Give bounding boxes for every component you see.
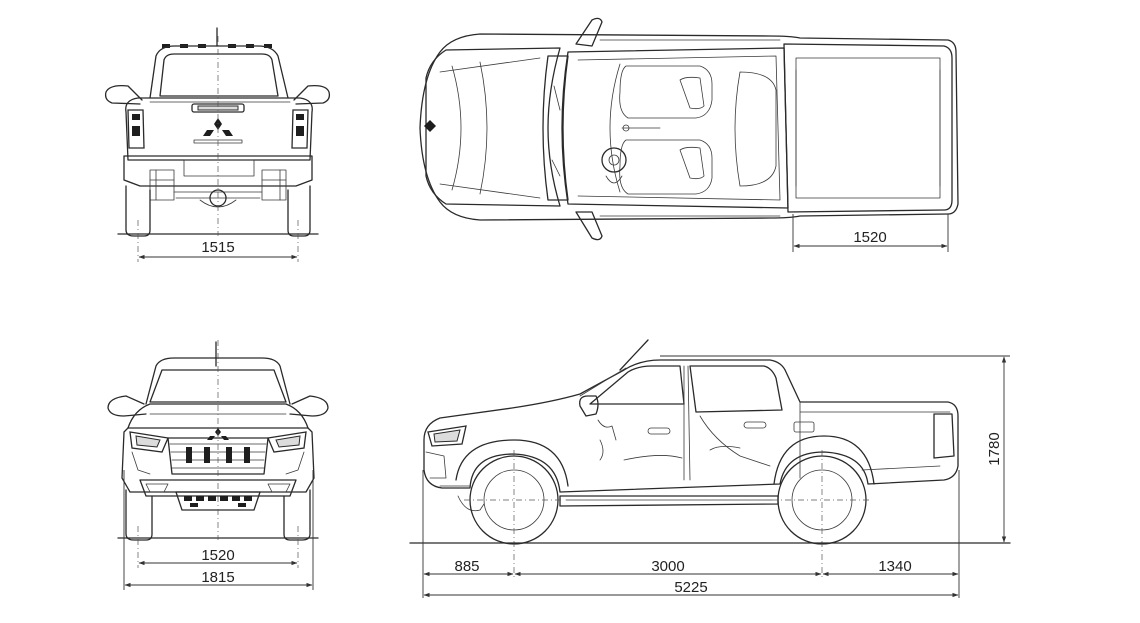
front-overhang-dimension: 885 [454, 558, 479, 575]
top-emblem-icon [424, 120, 436, 132]
overall-length-dimension: 5225 [674, 579, 707, 596]
bed-length-dimension: 1520 [853, 229, 886, 246]
top-view: 1520 [419, 17, 959, 252]
front-view: 1520 1815 [107, 340, 329, 590]
overall-width-dimension: 1815 [201, 569, 234, 586]
side-view: 885 3000 1340 5225 1780 [409, 339, 1011, 598]
front-track-dimension: 1520 [201, 547, 234, 564]
wheelbase-dimension: 3000 [651, 558, 684, 575]
rear-view: 1515 [104, 27, 331, 262]
rear-overhang-dimension: 1340 [878, 558, 911, 575]
rear-track-dimension: 1515 [201, 239, 234, 256]
overall-height-dimension: 1780 [986, 432, 1003, 465]
